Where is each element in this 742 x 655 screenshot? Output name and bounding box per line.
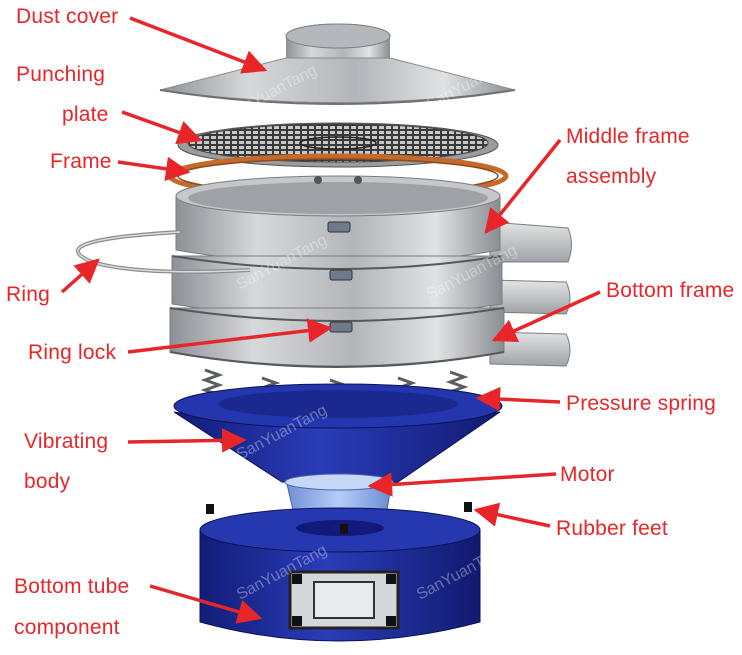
label-rubber-feet: Rubber feet [556,517,668,540]
label-frame: Frame [50,150,112,173]
label-bottom-tube-2: component [14,616,120,639]
label-vibrating-body-1: Vibrating [24,430,109,453]
label-dust-cover: Dust cover [16,5,119,28]
callout-arrows [60,16,601,624]
label-ring: Ring [6,283,50,306]
label-bottom-tube-1: Bottom tube [14,575,130,598]
label-ring-lock: Ring lock [28,341,117,364]
label-punching-plate-1: Punching [16,63,106,86]
middle-frame-assembly [169,175,572,368]
label-pressure-spring: Pressure spring [566,392,717,415]
label-punching-plate-2: plate [62,103,109,126]
label-bottom-frame: Bottom frame [606,279,735,302]
label-middle-frame-2: assembly [566,165,657,188]
label-motor: Motor [560,463,615,486]
label-middle-frame-1: Middle frame [566,125,690,148]
label-vibrating-body-2: body [24,470,71,493]
bottom-tube-component [199,507,481,642]
rubber-feet [206,502,472,534]
vibrating-body [173,383,503,483]
